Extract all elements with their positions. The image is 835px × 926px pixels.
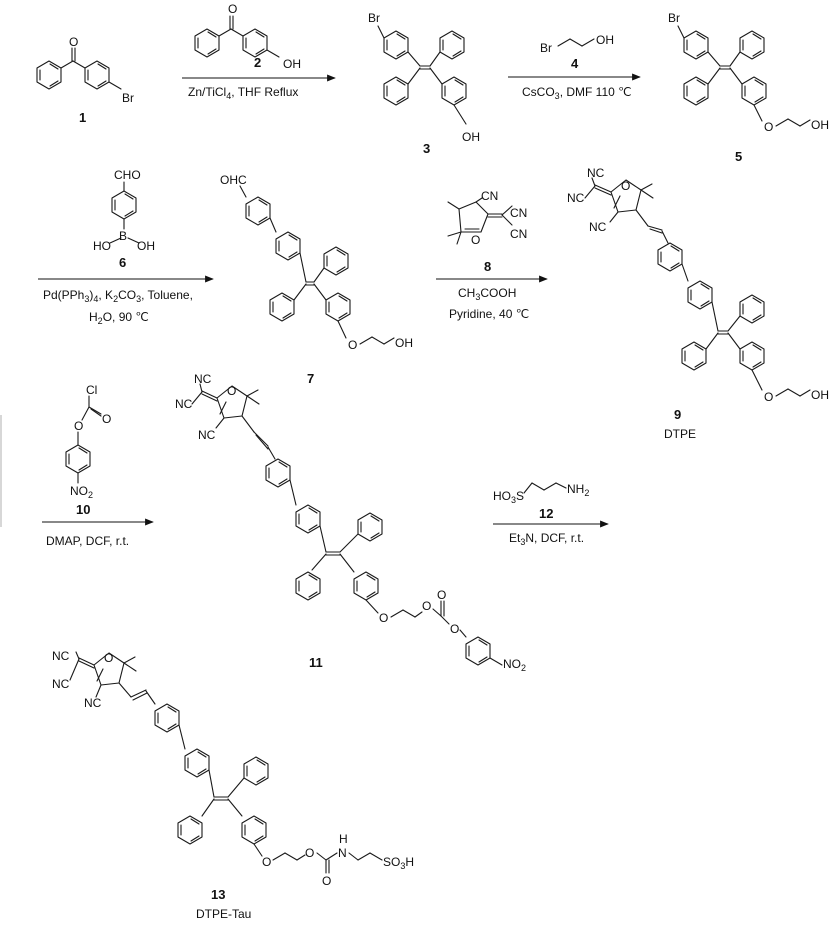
atom-o: O bbox=[348, 338, 357, 352]
atom-oh: OH bbox=[596, 33, 614, 47]
compound-2: O OH 2 bbox=[194, 2, 301, 71]
group-ho3s: HO3S bbox=[493, 489, 524, 505]
compound-name: DTPE bbox=[664, 427, 696, 441]
compound-number: 1 bbox=[79, 110, 86, 125]
conditions-step-1: Zn/TiCl4, THF Reflux bbox=[188, 85, 298, 101]
compound-10: Cl O O NO2 10 bbox=[65, 383, 111, 517]
atom-o: O bbox=[450, 622, 459, 636]
group-ohc: OHC bbox=[220, 173, 247, 187]
atom-o: O bbox=[227, 384, 236, 398]
conditions-step-2: CsCO3, DMF 110 ℃ bbox=[522, 85, 632, 101]
compound-number: 13 bbox=[211, 887, 225, 902]
compound-number: 7 bbox=[307, 371, 314, 386]
atom-cl: Cl bbox=[86, 383, 97, 397]
compound-1: O Br 1 bbox=[36, 35, 134, 125]
atom-oh: OH bbox=[811, 118, 829, 132]
compound-7: OHC O OH 7 bbox=[220, 173, 413, 386]
compound-number: 8 bbox=[484, 259, 491, 274]
compound-6: CHO B HO OH 6 bbox=[93, 168, 155, 270]
atom-o: O bbox=[69, 35, 78, 49]
atom-o: O bbox=[764, 390, 773, 404]
atom-oh: OH bbox=[137, 239, 155, 253]
compound-number: 6 bbox=[119, 255, 126, 270]
atom-nc: NC bbox=[194, 372, 212, 386]
atom-b: B bbox=[119, 229, 127, 243]
compound-number: 10 bbox=[76, 502, 90, 517]
atom-oh: OH bbox=[395, 336, 413, 350]
atom-nc: NC bbox=[589, 220, 607, 234]
compound-number: 11 bbox=[309, 655, 323, 670]
compound-number: 4 bbox=[571, 56, 579, 71]
atom-ho: HO bbox=[93, 239, 111, 253]
compound-name: DTPE-Tau bbox=[196, 907, 251, 921]
compound-12: HO3S NH2 12 bbox=[493, 482, 589, 521]
atom-o: O bbox=[74, 419, 83, 433]
atom-o: O bbox=[764, 120, 773, 134]
atom-br: Br bbox=[668, 11, 680, 25]
atom-o: O bbox=[621, 179, 630, 193]
compound-9: NC NC NC O O OH 9 DTPE bbox=[567, 166, 829, 441]
atom-o: O bbox=[262, 855, 271, 869]
compound-number: 5 bbox=[735, 149, 742, 164]
group-so3h: SO3H bbox=[383, 855, 414, 871]
atom-o: O bbox=[471, 233, 480, 247]
atom-h: H bbox=[339, 832, 348, 846]
atom-br: Br bbox=[368, 11, 380, 25]
atom-oh: OH bbox=[811, 388, 829, 402]
atom-oh: OH bbox=[462, 130, 480, 144]
atom-nc: NC bbox=[52, 649, 70, 663]
atom-o: O bbox=[379, 611, 388, 625]
conditions-step-3-line-1: Pd(PPh3)4, K2CO3, Toluene, bbox=[43, 288, 193, 304]
atom-o: O bbox=[104, 651, 113, 665]
compound-8: CN CN CN O 8 bbox=[447, 189, 527, 274]
atom-nc: NC bbox=[587, 166, 605, 180]
group-cho: CHO bbox=[114, 168, 141, 182]
atom-o: O bbox=[437, 588, 446, 602]
atom-br: Br bbox=[122, 91, 134, 105]
atom-br: Br bbox=[540, 41, 552, 55]
group-nh2: NH2 bbox=[567, 482, 589, 498]
atom-cn: CN bbox=[510, 227, 527, 241]
compound-3: Br OH 3 bbox=[368, 11, 480, 156]
compound-5: Br O OH 5 bbox=[668, 11, 829, 164]
atom-nc: NC bbox=[175, 397, 193, 411]
atom-n: N bbox=[338, 846, 347, 860]
atom-nc: NC bbox=[567, 191, 585, 205]
compound-number: 2 bbox=[254, 55, 261, 70]
compound-13: NC NC NC O O O O H N SO3H 13 DTPE-Tau bbox=[52, 649, 414, 921]
compound-4: Br OH 4 bbox=[540, 33, 614, 71]
atom-cn: CN bbox=[510, 206, 527, 220]
compound-number: 12 bbox=[539, 506, 553, 521]
atom-nc: NC bbox=[198, 428, 216, 442]
atom-oh: OH bbox=[283, 57, 301, 71]
conditions-step-6: Et3N, DCF, r.t. bbox=[509, 531, 584, 547]
group-no2: NO2 bbox=[70, 484, 93, 500]
atom-nc: NC bbox=[84, 696, 102, 710]
conditions-step-3-line-2: H2O, 90 ℃ bbox=[89, 310, 149, 326]
atom-nc: NC bbox=[52, 677, 70, 691]
atom-o: O bbox=[228, 2, 237, 16]
conditions-step-5: DMAP, DCF, r.t. bbox=[46, 534, 129, 548]
atom-o: O bbox=[322, 874, 331, 888]
group-no2: NO2 bbox=[503, 657, 526, 673]
atom-o: O bbox=[422, 599, 431, 613]
conditions-step-4-line-2: Pyridine, 40 ℃ bbox=[449, 307, 529, 321]
margin-divider bbox=[0, 415, 2, 527]
conditions-step-4-line-1: CH3COOH bbox=[458, 286, 516, 302]
atom-cn: CN bbox=[481, 189, 498, 203]
atom-o: O bbox=[305, 846, 314, 860]
atom-o: O bbox=[102, 412, 111, 426]
compound-number: 9 bbox=[674, 407, 681, 422]
compound-11: NC NC NC O O O O O NO2 11 bbox=[175, 372, 526, 673]
compound-number: 3 bbox=[423, 141, 430, 156]
